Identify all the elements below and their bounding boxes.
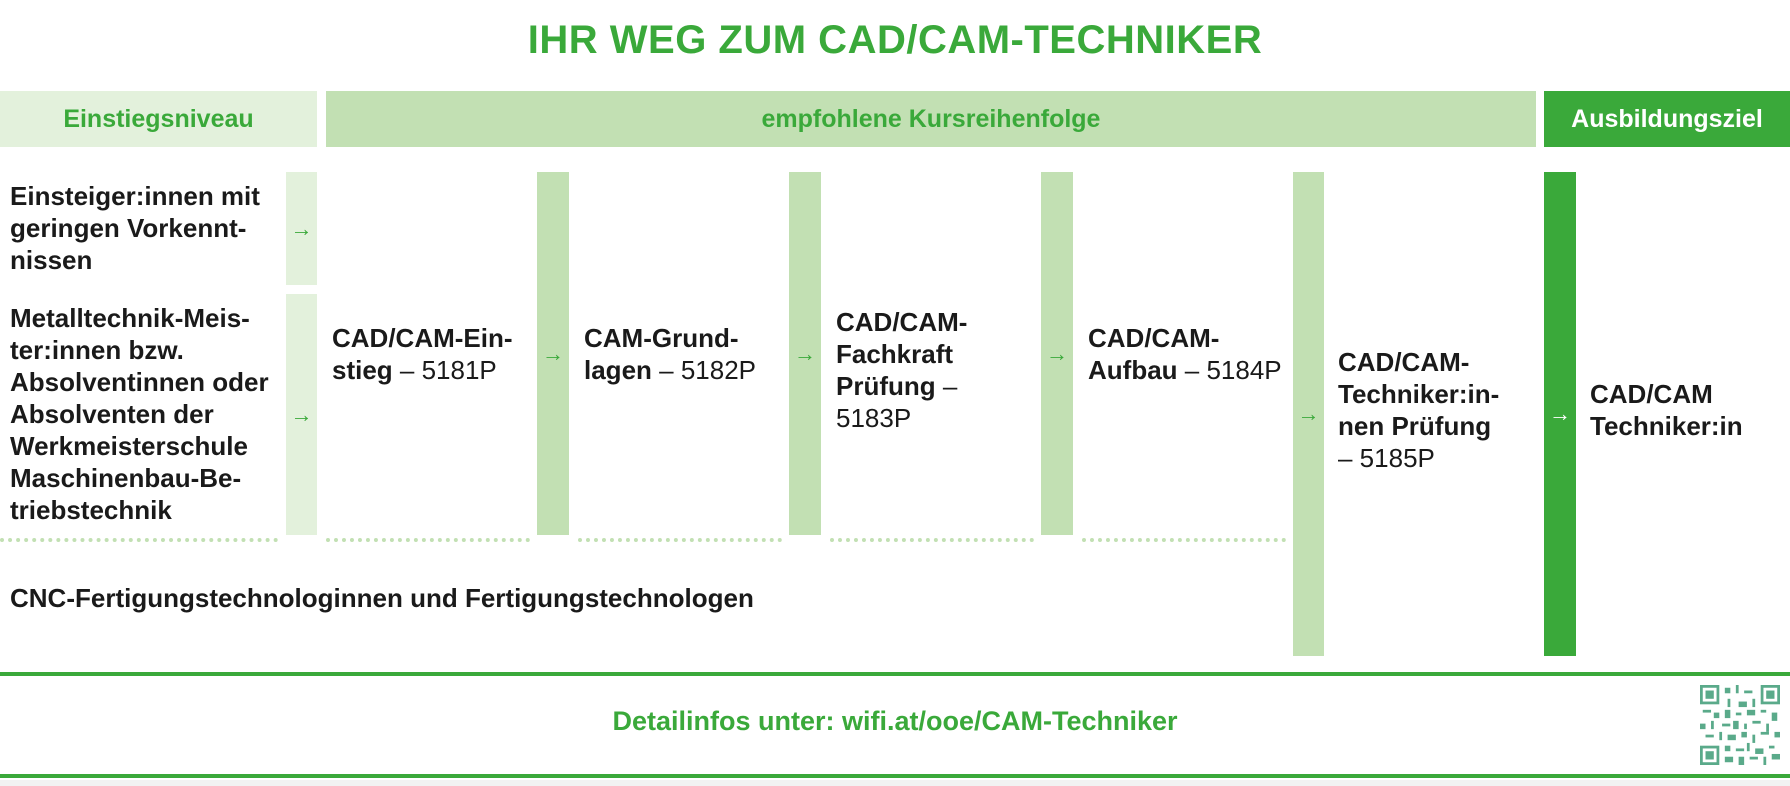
- course-5183p: CAD/CAM- Fachkraft Prüfung – 5183P: [836, 306, 1036, 434]
- arrow-bar-beginners: →: [286, 172, 317, 285]
- course-5182p: CAM-Grund- lagen – 5182P: [584, 322, 784, 386]
- course-name: CAD/CAM-: [1338, 347, 1470, 377]
- arrow-bar-course-4: →: [1293, 172, 1324, 656]
- training-goal: CAD/CAM Techniker:in: [1590, 378, 1780, 442]
- course-name: lagen: [584, 355, 652, 385]
- arrow-bar-course-1: →: [537, 172, 569, 535]
- header-entry-level: Einstiegsniveau: [0, 91, 317, 147]
- course-5184p: CAD/CAM- Aufbau – 5184P: [1088, 322, 1288, 386]
- course-name: Prüfung: [836, 371, 936, 401]
- course-name: nen Prüfung: [1338, 411, 1492, 441]
- goal-name: Techniker:in: [1590, 411, 1743, 441]
- arrow-right-icon: →: [1549, 401, 1571, 426]
- course-name: CAD/CAM-: [836, 307, 968, 337]
- footer-link-text[interactable]: Detailinfos unter: wifi.at/ooe/CAM-Techn…: [612, 706, 1178, 736]
- course-code: – 5182P: [651, 355, 757, 385]
- course-name: Aufbau: [1088, 355, 1178, 385]
- course-5181p: CAD/CAM-Ein- stieg – 5181P: [332, 322, 532, 386]
- course-name: CAD/CAM-: [1088, 323, 1220, 353]
- dotted-divider: [1082, 538, 1286, 542]
- qr-code-icon[interactable]: [1700, 685, 1780, 765]
- dotted-divider: [326, 538, 530, 542]
- page-bottom-band: [0, 780, 1790, 786]
- entry-level-beginners: Einsteiger:innen mit geringen Vorkennt-n…: [10, 181, 260, 275]
- course-code: – 5183P: [836, 371, 958, 433]
- course-name: CAM-Grund-: [584, 323, 739, 353]
- arrow-bar-course-2: →: [789, 172, 821, 535]
- arrow-right-icon: →: [794, 340, 816, 366]
- arrow-right-icon: →: [1297, 401, 1320, 426]
- arrow-right-icon: →: [542, 340, 564, 366]
- dotted-divider: [830, 538, 1034, 542]
- header-course-sequence: empfohlene Kursreihenfolge: [326, 91, 1536, 147]
- arrow-bar-goal: →: [1544, 172, 1576, 656]
- course-name: CAD/CAM-Ein-: [332, 323, 513, 353]
- dotted-divider: [0, 538, 278, 542]
- course-5185p: CAD/CAM- Techniker:in- nen Prüfung – 518…: [1338, 346, 1538, 474]
- course-code: – 5181P: [392, 355, 497, 385]
- arrow-right-icon: →: [290, 401, 313, 427]
- page-title: IHR WEG ZUM CAD/CAM-TECHNIKER: [527, 18, 1263, 62]
- footer-bottom-rule: [0, 774, 1790, 778]
- arrow-right-icon: →: [290, 215, 313, 241]
- footer-top-rule: [0, 672, 1790, 676]
- course-name: Fachkraft: [836, 339, 954, 369]
- arrow-right-icon: →: [1046, 340, 1068, 366]
- arrow-bar-course-3: →: [1041, 172, 1073, 535]
- course-code: – 5184P: [1177, 355, 1282, 385]
- arrow-bar-masters: →: [286, 294, 317, 535]
- header-training-goal: Ausbildungsziel: [1544, 91, 1790, 147]
- course-name: Techniker:in-: [1338, 379, 1500, 409]
- dotted-divider: [578, 538, 782, 542]
- entry-level-cnc: CNC-Fertigungstechnologinnen und Fertigu…: [10, 583, 754, 613]
- course-name: stieg: [332, 355, 393, 385]
- course-code: – 5185P: [1338, 443, 1435, 473]
- entry-level-masters: Metalltechnik-Meis-ter:innen bzw. Absolv…: [10, 303, 269, 525]
- goal-name: CAD/CAM: [1590, 379, 1713, 409]
